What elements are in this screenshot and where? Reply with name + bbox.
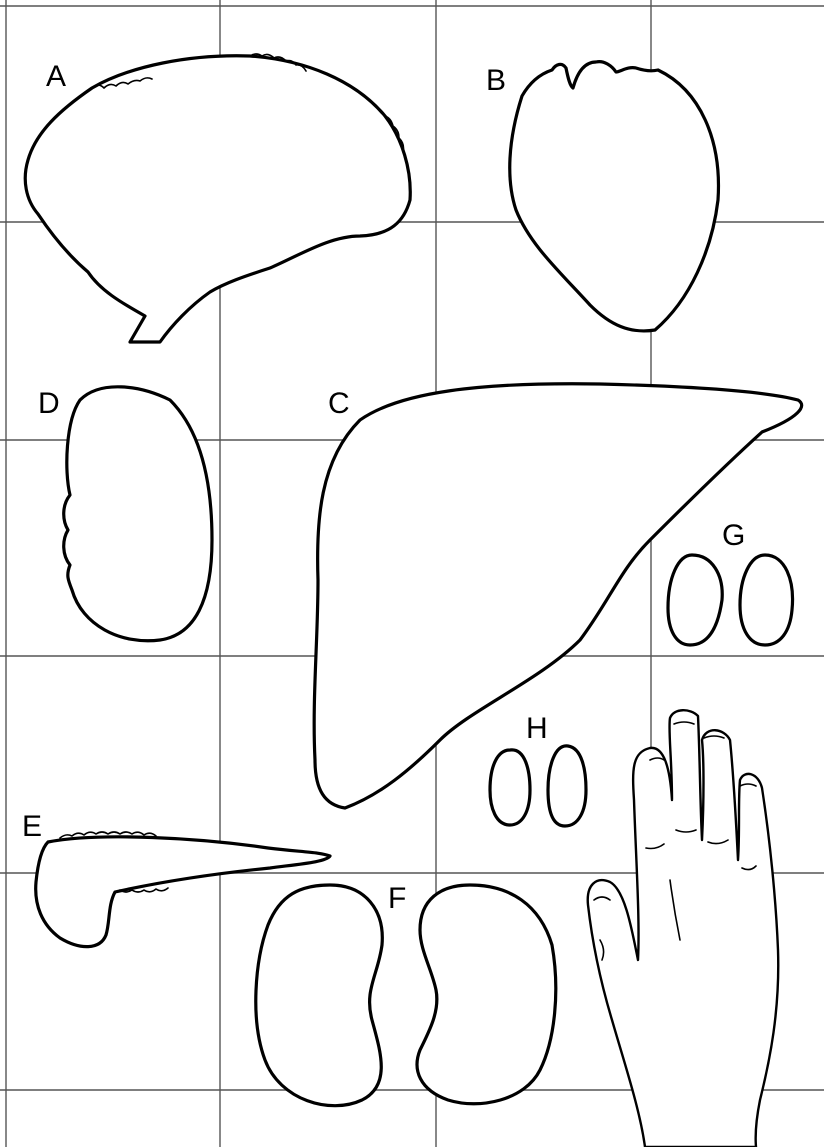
label-liver: C <box>328 387 350 420</box>
label-spleen: D <box>38 387 60 420</box>
hand-outline <box>588 710 779 1147</box>
label-heart: B <box>486 64 506 97</box>
spleen-outline <box>64 387 212 641</box>
label-kidneys: F <box>388 882 406 915</box>
kidneys-outline <box>256 885 556 1106</box>
label-pancreas: E <box>22 810 42 843</box>
label-pair-large: G <box>722 519 745 552</box>
label-brain: A <box>46 60 66 93</box>
pair-small-outline <box>490 746 586 826</box>
pair-large-outline <box>668 555 793 645</box>
brain-outline <box>25 54 410 342</box>
heart-outline <box>510 62 719 331</box>
label-pair-small: H <box>526 712 548 745</box>
